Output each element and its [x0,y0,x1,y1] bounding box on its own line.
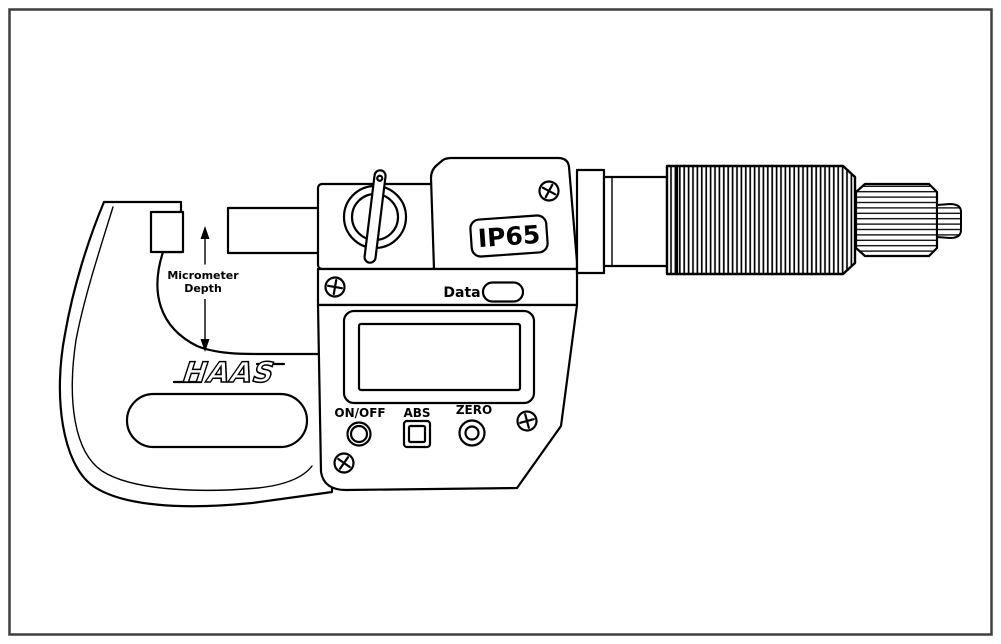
zero-button-label: ZERO [456,403,492,417]
screw-slot-icon [338,456,350,470]
thimble-knurled-grip [665,164,857,276]
figure-border [8,8,993,636]
data-button [481,281,525,303]
depth-label-line2: Depth [184,282,222,295]
lock-lever [363,169,387,264]
ip65-badge: IP65 [469,214,549,258]
abs-button-inner [407,424,427,444]
zero-control: ZERO [456,403,492,447]
haas-logo: HAAS [172,355,286,390]
frame [58,200,334,508]
lock-lever-tip [376,174,384,182]
sleeve-assembly [575,168,669,275]
ratchet-cap [854,182,939,258]
middle-band-panel [316,267,579,307]
button-row: ON/OFF ABS ZERO [334,403,492,449]
depth-label-line1: Micrometer [167,269,239,282]
abs-control: ABS [402,406,432,449]
data-control: Data [443,281,525,303]
label-backing [164,266,244,299]
screw-top-right [538,180,560,202]
data-label: Data [443,285,480,301]
screw-slot-icon [524,413,530,429]
power-button-inner [349,424,369,444]
lcd-display [342,309,536,405]
abs-button-label: ABS [403,406,430,420]
ip65-badge-outline [469,214,549,258]
lcd-screen [357,322,522,392]
thimble [665,164,857,276]
frame-slot [125,392,309,449]
zero-button-inner [464,425,480,441]
lock-lever-handle [363,169,387,264]
sleeve-flange [575,168,606,275]
ratchet-tip [936,203,962,239]
power-button-label: ON/OFF [334,406,385,420]
sleeve-barrel [602,175,669,268]
frame-inner-rib [71,206,313,492]
arrowhead-up-icon [200,226,210,239]
screw-bottom-left [333,452,355,474]
spindle-lock-knob [342,169,408,264]
ratchet-stop [854,182,962,258]
logo-text: HAAS [178,356,280,389]
depth-dimension: Micrometer Depth [164,226,244,352]
screw-slot-icon [544,183,554,199]
power-control: ON/OFF [334,406,386,447]
screw-slot-icon [332,279,338,295]
arrowhead-down-icon [200,339,210,352]
spindle [226,206,325,255]
ip65-label: IP65 [477,220,541,253]
anvil [149,210,185,254]
screw-mid-left [324,276,346,298]
screw-mid-right [516,410,538,432]
